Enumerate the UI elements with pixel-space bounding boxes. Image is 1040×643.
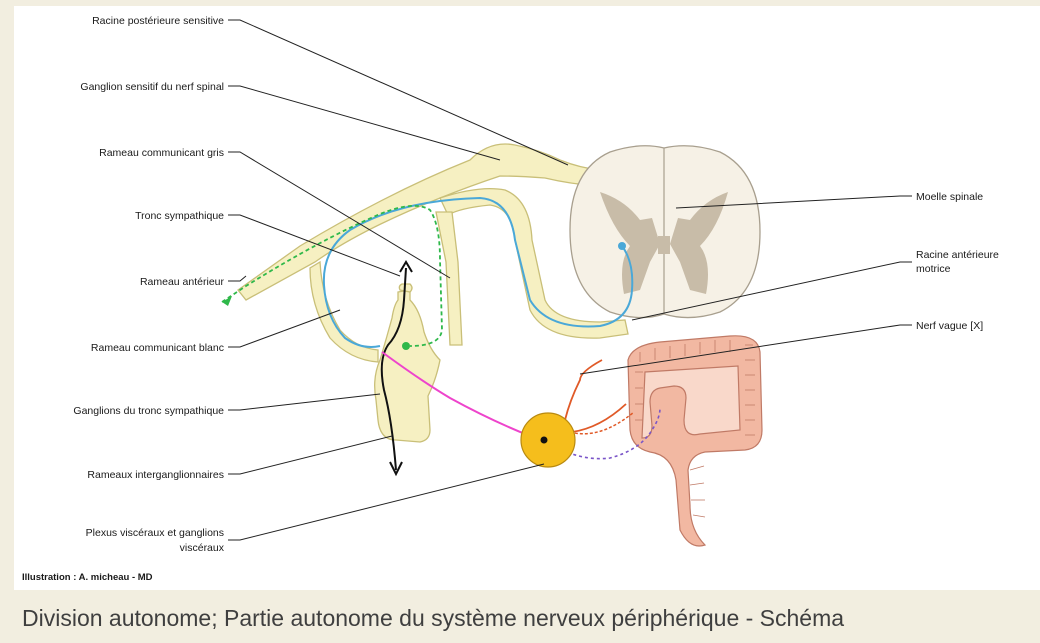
label-racine-posterieure: Racine postérieure sensitive (92, 15, 224, 27)
spinal-cord (570, 146, 760, 318)
parasympathetic-fiber (565, 360, 626, 432)
label-rameau-communicant-blanc: Rameau communicant blanc (91, 342, 224, 354)
label-plexus-visceraux-1: Plexus viscéraux et ganglions (86, 527, 224, 539)
colon-illustration (628, 336, 762, 546)
label-racine-anterieure-2: motrice (916, 263, 951, 275)
leader-lines (228, 20, 912, 540)
label-moelle-spinale: Moelle spinale (916, 191, 983, 203)
label-rameaux-interganglionnaires: Rameaux interganglionnaires (87, 469, 224, 481)
illustration-credit: Illustration : A. micheau - MD (22, 572, 153, 583)
spinal-nerve (238, 144, 628, 442)
label-racine-anterieure-1: Racine antérieure (916, 249, 999, 261)
label-nerf-vague: Nerf vague [X] (916, 320, 983, 332)
label-rameau-communicant-gris: Rameau communicant gris (99, 147, 224, 159)
label-rameau-anterieur: Rameau antérieur (140, 276, 225, 288)
label-ganglions-tronc: Ganglions du tronc sympathique (73, 405, 224, 417)
label-ganglion-sensitif: Ganglion sensitif du nerf spinal (80, 81, 224, 93)
label-tronc-sympathique: Tronc sympathique (135, 210, 224, 222)
autonomic-nervous-system-diagram: Racine postérieure sensitive Ganglion se… (0, 0, 1040, 595)
visceral-ganglion (521, 413, 575, 467)
label-plexus-visceraux-2: viscéraux (180, 542, 225, 554)
figure-caption: Division autonome; Partie autonome du sy… (22, 596, 1037, 640)
